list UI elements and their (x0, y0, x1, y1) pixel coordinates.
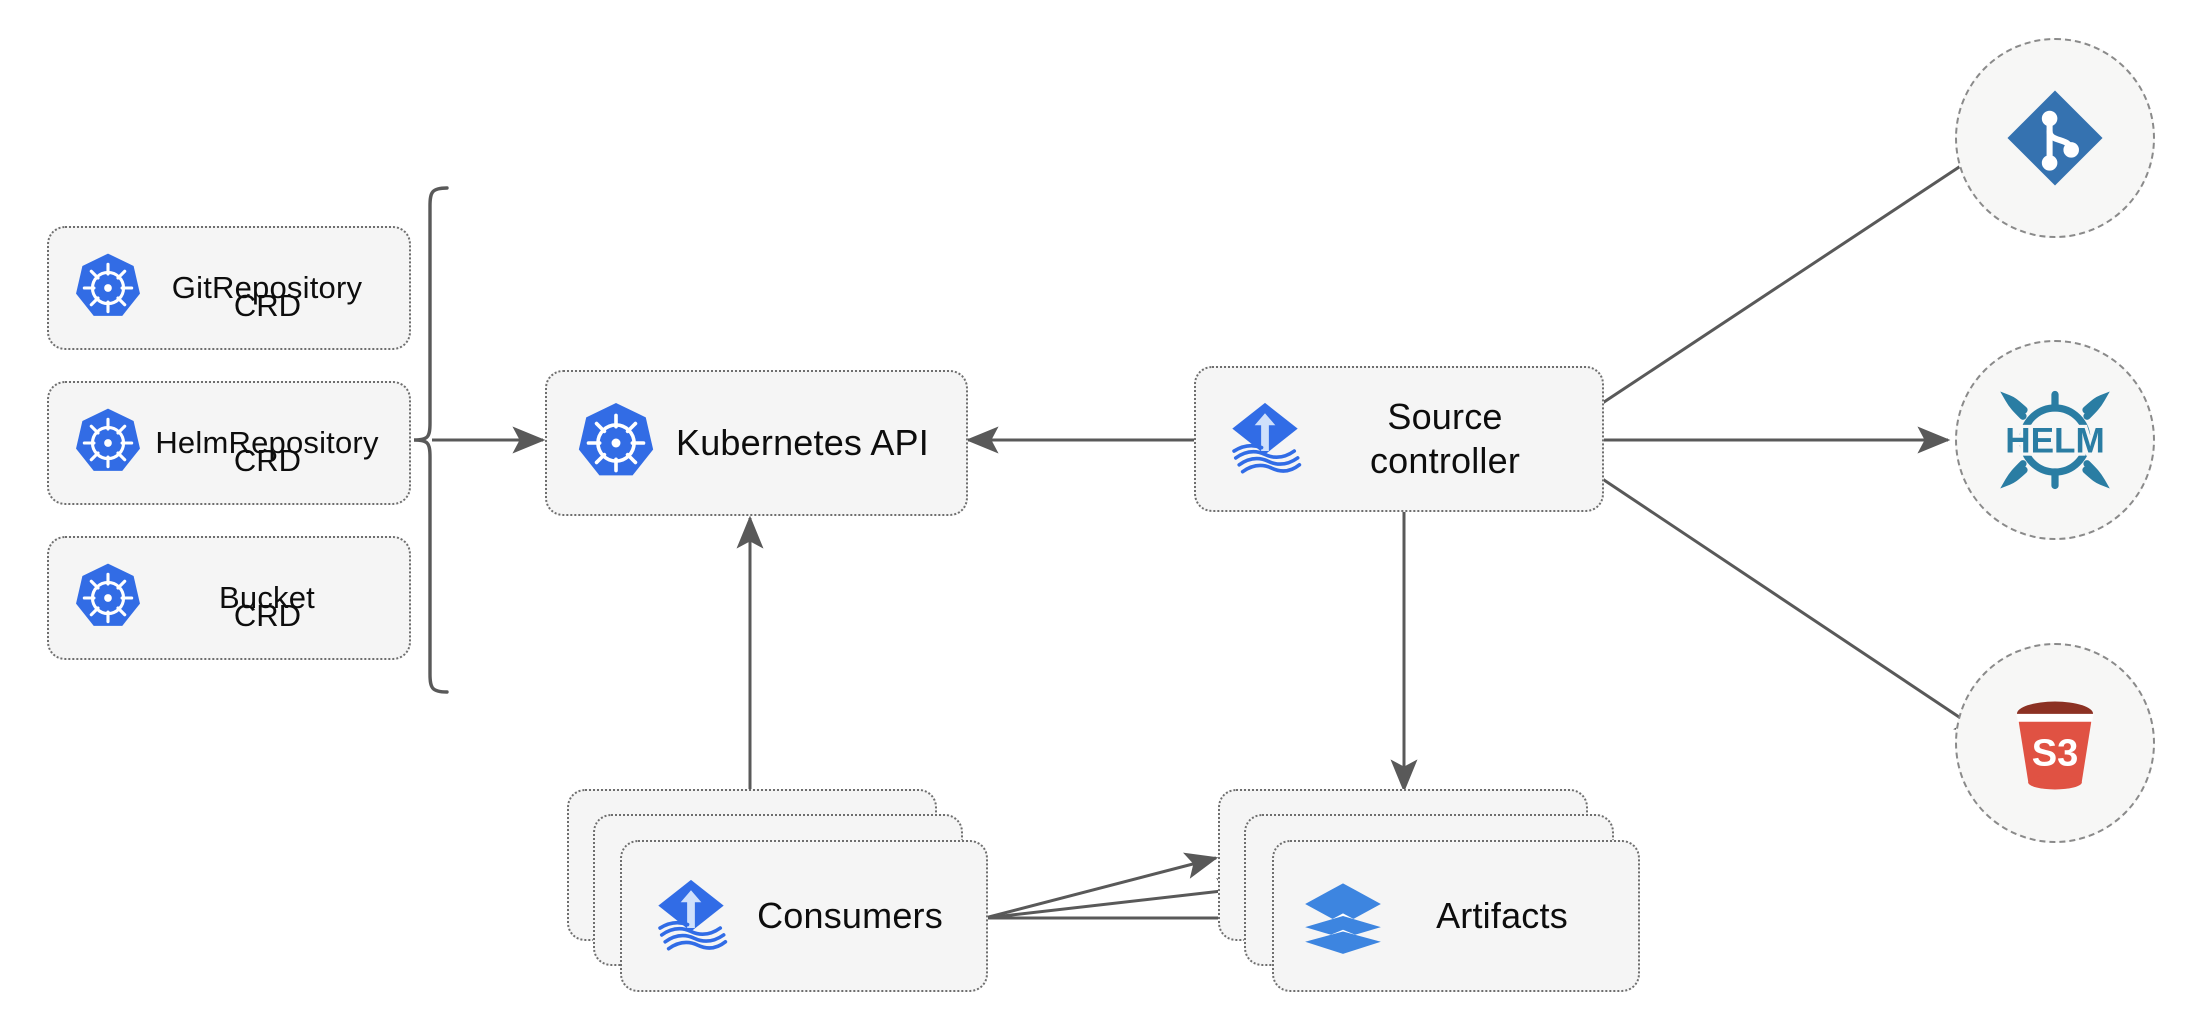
edge-source-to-s3 (1600, 476, 1988, 737)
node-consumers[interactable]: Consumers (620, 840, 988, 992)
crd-label: Bucket (219, 580, 315, 616)
kubernetes-icon (71, 561, 145, 635)
edge-consumers-to-artifact-2 (984, 878, 1251, 920)
node-artifacts[interactable]: Artifacts (1272, 840, 1640, 992)
external-git-circle[interactable] (1955, 38, 2155, 238)
node-kubernetes-api[interactable]: Kubernetes API (545, 370, 968, 516)
kubernetes-icon (573, 400, 659, 486)
node-label: Kubernetes API (676, 422, 929, 464)
kubernetes-icon (71, 406, 145, 480)
git-icon (2001, 84, 2109, 192)
helm-icon: HELM (1993, 378, 2117, 502)
node-label: Consumers (757, 895, 943, 937)
crd-sub-label-1: CRD (233, 443, 302, 478)
crd-label: GitRepository (171, 270, 363, 306)
s3-wordmark: S3 (2032, 732, 2079, 774)
helm-wordmark: HELM (2005, 421, 2105, 460)
crd-sub-label-0: CRD (233, 288, 302, 323)
external-s3-circle[interactable]: S3 (1955, 643, 2155, 843)
node-source-controller[interactable]: Source controller (1194, 366, 1604, 512)
layers-icon (1300, 873, 1386, 959)
crd-label: HelmRepository (155, 425, 379, 461)
crd-sub-label-2: CRD (233, 598, 302, 633)
node-label: Artifacts (1436, 895, 1568, 937)
flux-icon (648, 873, 734, 959)
flux-icon (1222, 396, 1308, 482)
s3-icon: S3 (1999, 687, 2111, 799)
crd-group-brace (413, 186, 449, 694)
edge-consumers-to-artifact-1 (984, 852, 1219, 920)
node-bucket-crd[interactable]: Bucket (47, 536, 411, 660)
node-gitrepository-crd[interactable]: GitRepository (47, 226, 411, 350)
node-label: Source controller (1369, 396, 1521, 481)
kubernetes-icon (71, 251, 145, 325)
edge-source-to-git (1600, 138, 2003, 406)
node-helmrepository-crd[interactable]: HelmRepository (47, 381, 411, 505)
external-helm-circle[interactable]: HELM (1955, 340, 2155, 540)
